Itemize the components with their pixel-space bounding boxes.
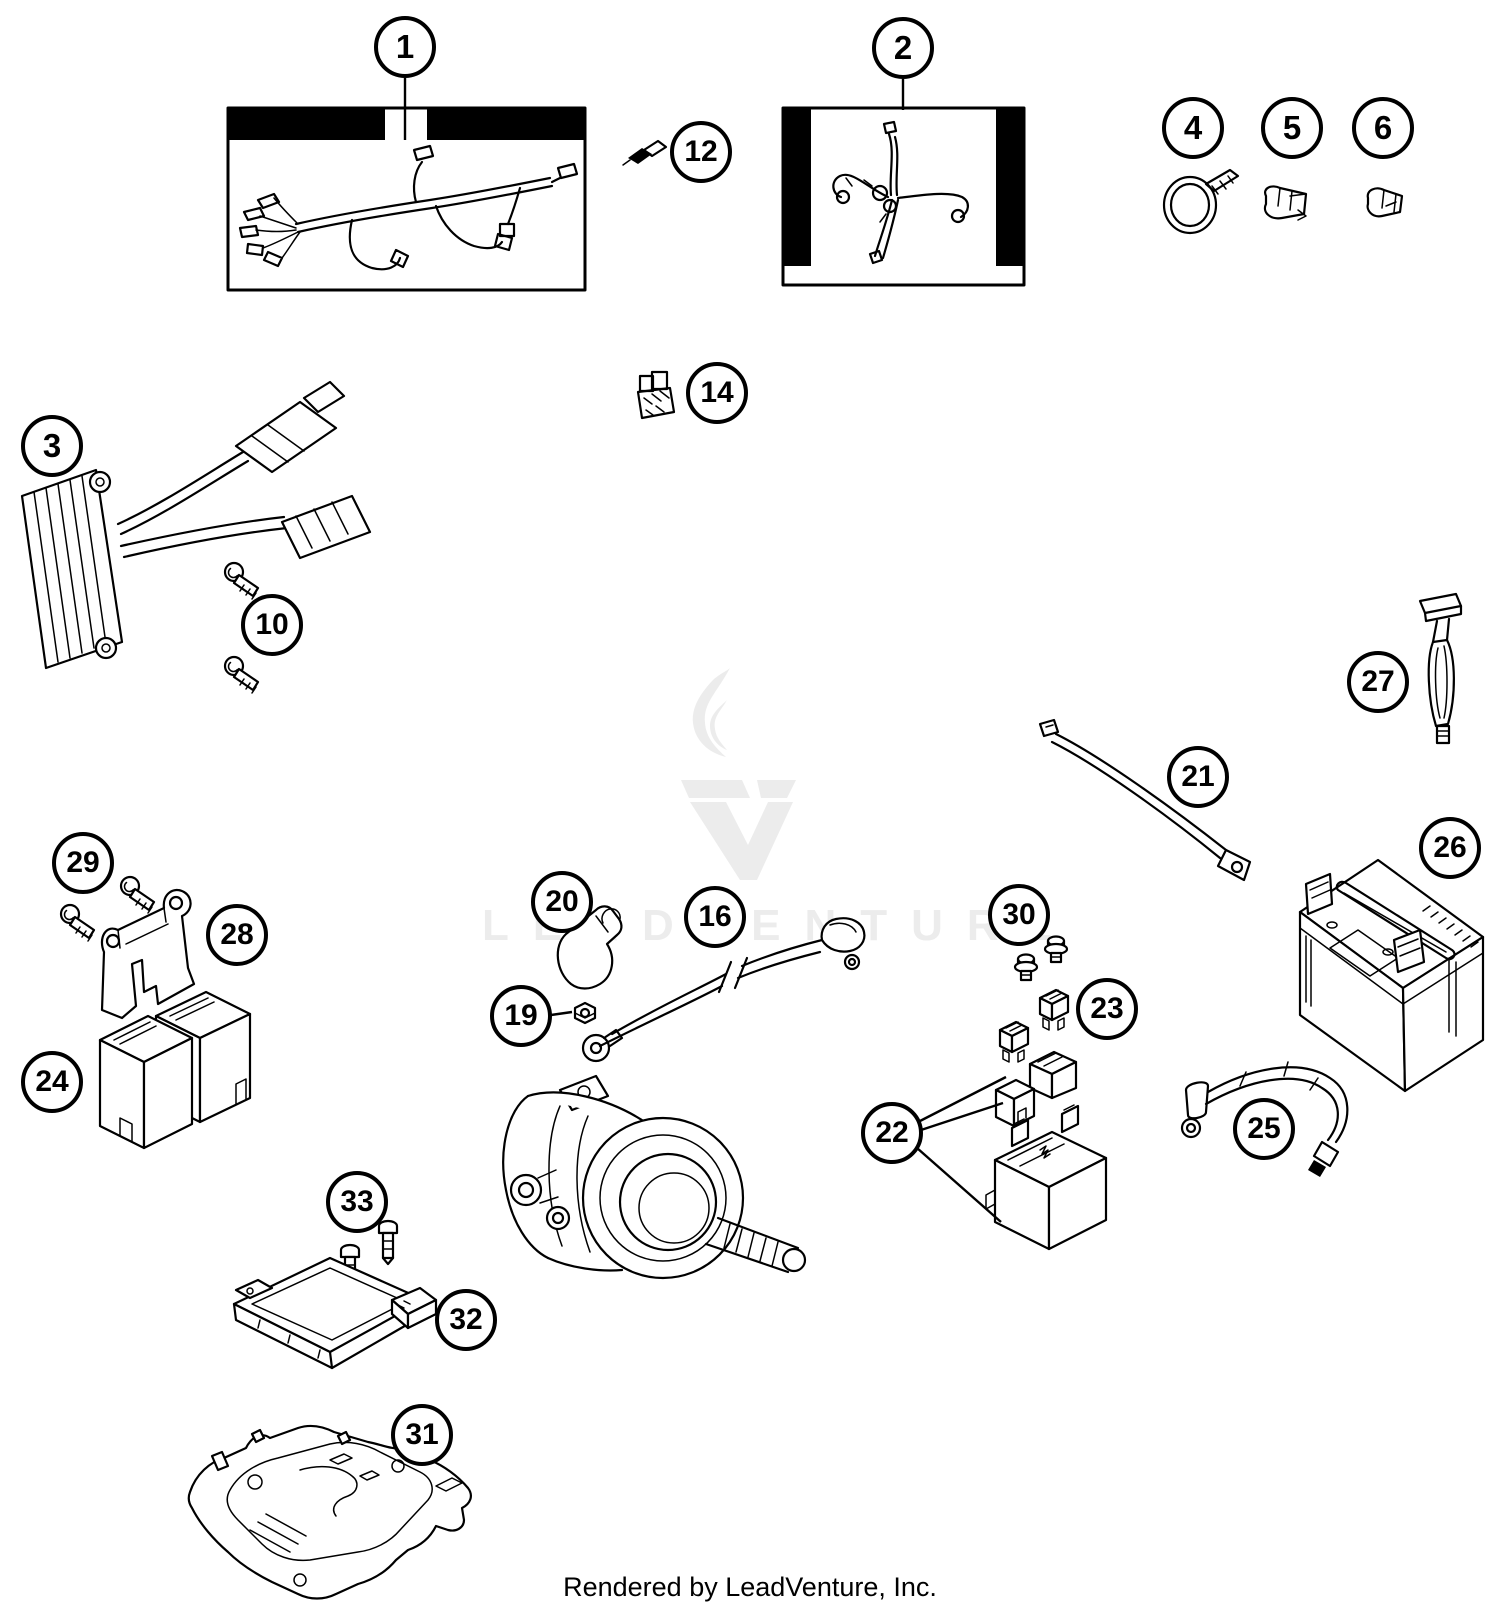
callout-27[interactable]: 27 [1347,651,1409,713]
callout-23[interactable]: 23 [1076,978,1138,1040]
callout-number: 24 [35,1065,69,1098]
callout-number: 5 [1282,109,1302,146]
fuse-relay-kit[interactable] [985,1050,1108,1251]
bracket[interactable] [100,888,196,1020]
callout-number: 30 [1002,898,1036,931]
mini-fuses[interactable] [998,988,1070,1063]
callout-2[interactable]: 2 [872,17,934,79]
callout-10[interactable]: 10 [241,594,303,656]
callout-1[interactable]: 1 [374,16,436,78]
callout-number: 4 [1183,109,1203,146]
callout-number: 20 [545,885,579,918]
callout-number: 27 [1361,665,1395,698]
hex-nut[interactable] [573,1001,597,1025]
callout-31[interactable]: 31 [391,1404,453,1466]
callout-12[interactable]: 12 [670,121,732,183]
callout-29[interactable]: 29 [52,832,114,894]
plug-connector-14[interactable] [636,370,676,420]
callout-number: 19 [504,999,538,1032]
callout-33[interactable]: 33 [326,1171,388,1233]
starter-motor[interactable] [502,1074,807,1280]
main-wiring-harness-box[interactable] [226,106,587,292]
callout-number: 3 [42,427,62,464]
callout-number: 23 [1090,992,1124,1025]
starter-cable[interactable] [581,917,866,1063]
ecu-with-bracket[interactable] [232,1256,438,1370]
callout-number: 29 [66,846,100,879]
callout-number: 28 [220,918,254,951]
callout-21[interactable]: 21 [1167,746,1229,808]
callout-number: 1 [395,28,415,65]
leader-line-22 [916,1147,1002,1223]
callout-26[interactable]: 26 [1419,817,1481,879]
callout-28[interactable]: 28 [206,904,268,966]
leader-line-22 [920,1101,1004,1132]
callout-number: 32 [449,1303,483,1336]
callout-30[interactable]: 30 [988,884,1050,946]
callout-number: 14 [700,376,734,409]
callout-24[interactable]: 24 [21,1051,83,1113]
clamp-5[interactable] [1263,185,1308,221]
relays[interactable] [98,990,252,1150]
callout-number: 10 [255,608,289,641]
leadventure-flame-logo [681,668,796,880]
callout-number: 31 [405,1418,439,1451]
callout-5[interactable]: 5 [1261,97,1323,159]
callout-number: 6 [1373,109,1393,146]
callout-32[interactable]: 32 [435,1289,497,1351]
leader-line-19 [550,1010,573,1017]
auxiliary-wiring-harness-box[interactable] [781,106,1026,287]
callout-number: 16 [698,900,732,933]
terminal-connector-12[interactable] [622,139,668,166]
rubber-boot[interactable] [556,905,623,990]
callout-6[interactable]: 6 [1352,97,1414,159]
rendered-by-credit: Rendered by LeadVenture, Inc. [563,1572,937,1602]
callout-22[interactable]: 22 [861,1102,923,1164]
callout-19[interactable]: 19 [490,985,552,1047]
clamp-6[interactable] [1366,187,1404,218]
battery-plus-cable[interactable] [1180,1061,1349,1177]
leader-line-22 [919,1075,1007,1123]
cable-tie[interactable] [1162,168,1240,235]
callout-25[interactable]: 25 [1233,1098,1295,1160]
voltage-regulator[interactable] [20,380,372,670]
callout-number: 21 [1181,760,1215,793]
callout-number: 2 [893,29,913,66]
callout-number: 22 [875,1116,909,1149]
callout-number: 33 [340,1185,374,1218]
callout-number: 25 [1247,1112,1281,1145]
battery-tray[interactable] [187,1424,472,1600]
callout-16[interactable]: 16 [684,886,746,948]
callout-20[interactable]: 20 [531,871,593,933]
callout-3[interactable]: 3 [21,415,83,477]
callout-number: 12 [684,135,718,168]
callout-14[interactable]: 14 [686,362,748,424]
callout-number: 26 [1433,831,1467,864]
battery-minus-cable[interactable] [1038,718,1252,882]
battery[interactable] [1298,858,1485,1093]
callout-4[interactable]: 4 [1162,97,1224,159]
battery-strap[interactable] [1418,592,1463,745]
